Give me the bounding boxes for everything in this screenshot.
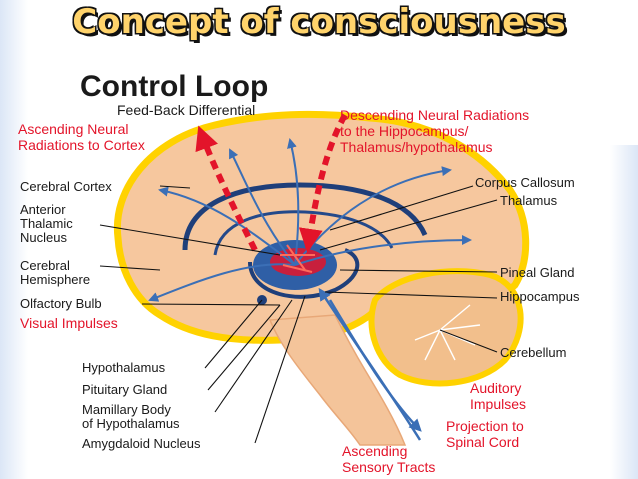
- label-ascending-neural-1: Ascending Neural: [18, 121, 129, 137]
- brainstem-shape: [268, 314, 407, 446]
- pathway-1: [158, 186, 296, 266]
- diagram-subtitle: Feed-Back Differential: [117, 102, 255, 118]
- label-cerebral-1: Cerebral: [20, 258, 70, 273]
- cerebellum-shape: [368, 268, 524, 387]
- cerebellum-arbor: [414, 304, 481, 361]
- label-cerebral-2: Hemisphere: [20, 272, 90, 287]
- label-descending-1: Descending Neural Radiations: [340, 107, 529, 123]
- label-ascending-neural-2: Radiations to Cortex: [18, 137, 145, 153]
- label-cerebellum: Cerebellum: [500, 345, 566, 360]
- slide-headline: Concept of consciousness: [72, 2, 566, 42]
- label-mamillary-2: of Hypothalamus: [82, 416, 180, 431]
- slide-right-gradient: [610, 145, 638, 479]
- label-auditory-1: Auditory: [470, 380, 521, 396]
- label-descending-3: Thalamus/hypothalamus: [340, 139, 493, 155]
- descending-radiation-arrow: [298, 113, 348, 253]
- label-ascending-sensory-1: Ascending: [342, 443, 407, 459]
- pathway-8: [229, 148, 296, 266]
- red-bundle: [280, 244, 315, 273]
- label-descending-2: to the Hippocampus/: [340, 123, 469, 139]
- label-ascending-sensory-2: Sensory Tracts: [342, 459, 435, 475]
- label-corpus-callosum: Corpus Callosum: [475, 175, 575, 190]
- label-projection-1: Projection to: [446, 418, 524, 434]
- pathway-3: [287, 138, 300, 266]
- diagram-title: Control Loop: [80, 70, 268, 103]
- label-amygdaloid-nucleus: Amygdaloid Nucleus: [82, 436, 201, 451]
- inner-arch: [213, 210, 394, 256]
- label-anterior-1: Anterior: [20, 202, 66, 217]
- label-anterior-3: Nucleus: [20, 230, 67, 245]
- pathway-7: [318, 287, 422, 441]
- pointer-lines: [99, 185, 498, 444]
- label-hippocampus: Hippocampus: [500, 289, 580, 304]
- pathway-5: [294, 235, 472, 266]
- ascending-radiation-arrow: [195, 125, 258, 252]
- label-visual-impulses: Visual Impulses: [20, 315, 118, 331]
- label-thalamus: Thalamus: [500, 193, 558, 208]
- label-anterior-2: Thalamic: [20, 216, 73, 231]
- label-pineal-gland: Pineal Gland: [500, 265, 574, 280]
- label-projection-2: Spinal Cord: [446, 434, 519, 450]
- label-hypothalamus: Hypothalamus: [82, 360, 166, 375]
- label-cerebral-cortex: Cerebral Cortex: [20, 179, 112, 194]
- slide-left-gradient: [0, 0, 28, 479]
- brain-illustration: [113, 110, 530, 446]
- label-mamillary-1: Mamillary Body: [82, 402, 171, 417]
- label-auditory-2: Impulses: [470, 396, 526, 412]
- label-pituitary-gland: Pituitary Gland: [82, 382, 167, 397]
- pathway-4: [148, 263, 296, 302]
- label-olfactory-bulb: Olfactory Bulb: [20, 296, 102, 311]
